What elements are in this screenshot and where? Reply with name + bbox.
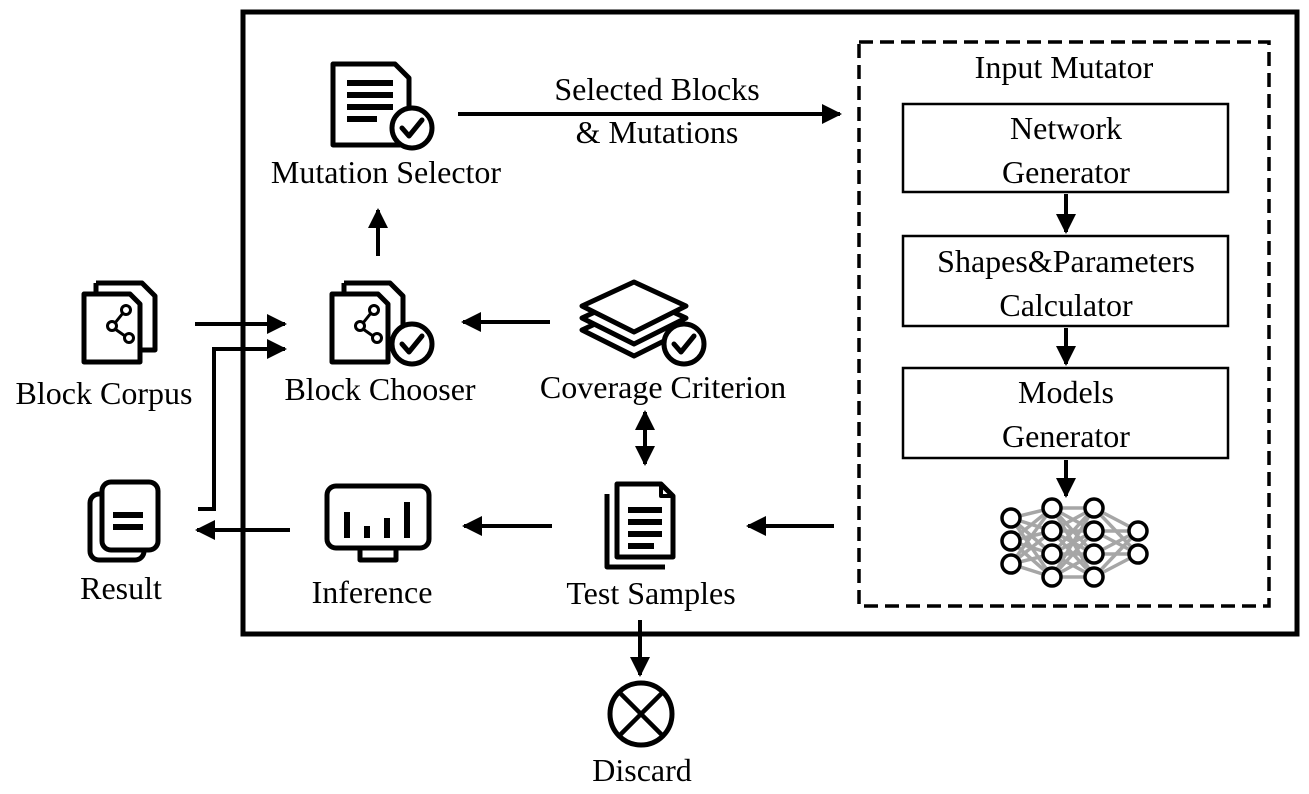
discard-label: Discard (592, 752, 692, 788)
network-node (1000, 507, 1022, 529)
network-node (1083, 543, 1105, 565)
selected-blocks-label: Selected Blocks (554, 71, 759, 107)
shapes-calculator-line1: Shapes&Parameters (937, 243, 1195, 279)
network-node (1083, 497, 1105, 519)
shapes-calculator-line2: Calculator (999, 287, 1133, 323)
network-edge (1009, 506, 1054, 566)
selected-mutations-label: & Mutations (576, 114, 739, 150)
network-edge (1050, 507, 1096, 578)
shapes-calculator-box (901, 234, 1230, 328)
network-node (1041, 566, 1063, 588)
network-node (1083, 566, 1105, 588)
block-corpus-label: Block Corpus (16, 375, 193, 411)
result-label: Result (80, 570, 162, 606)
test-samples-label: Test Samples (566, 575, 735, 611)
input-mutator-frame (857, 40, 1271, 608)
network-generator-box (901, 102, 1230, 194)
network-node (1127, 520, 1149, 542)
network-node (1000, 553, 1022, 575)
block-chooser-label: Block Chooser (284, 371, 475, 407)
network-node (1041, 497, 1063, 519)
coverage-criterion-label: Coverage Criterion (540, 369, 786, 405)
models-generator-box (901, 366, 1230, 460)
network-node (1041, 520, 1063, 542)
graph-documents-check-icon (329, 280, 435, 367)
layers-check-icon (579, 279, 707, 367)
result-documents-icon (87, 479, 161, 563)
graph-documents-icon (81, 280, 158, 365)
bar-chart-monitor-icon (324, 483, 432, 563)
checked-document-icon (330, 61, 435, 151)
network-generator-line1: Network (1010, 110, 1122, 146)
circle-x-icon (607, 680, 675, 748)
arrow-result-to-chooser (198, 339, 287, 511)
neural-network-icon (1000, 497, 1149, 588)
network-generator-line2: Generator (1002, 154, 1130, 190)
network-node (1000, 530, 1022, 552)
network-node (1083, 520, 1105, 542)
inference-label: Inference (312, 574, 433, 610)
models-generator-line2: Generator (1002, 418, 1130, 454)
network-node (1127, 543, 1149, 565)
models-generator-line1: Models (1018, 374, 1114, 410)
stacked-pages-icon (604, 481, 676, 570)
network-node (1041, 543, 1063, 565)
input-mutator-title: Input Mutator (975, 49, 1154, 85)
mutation-selector-label: Mutation Selector (271, 154, 502, 190)
